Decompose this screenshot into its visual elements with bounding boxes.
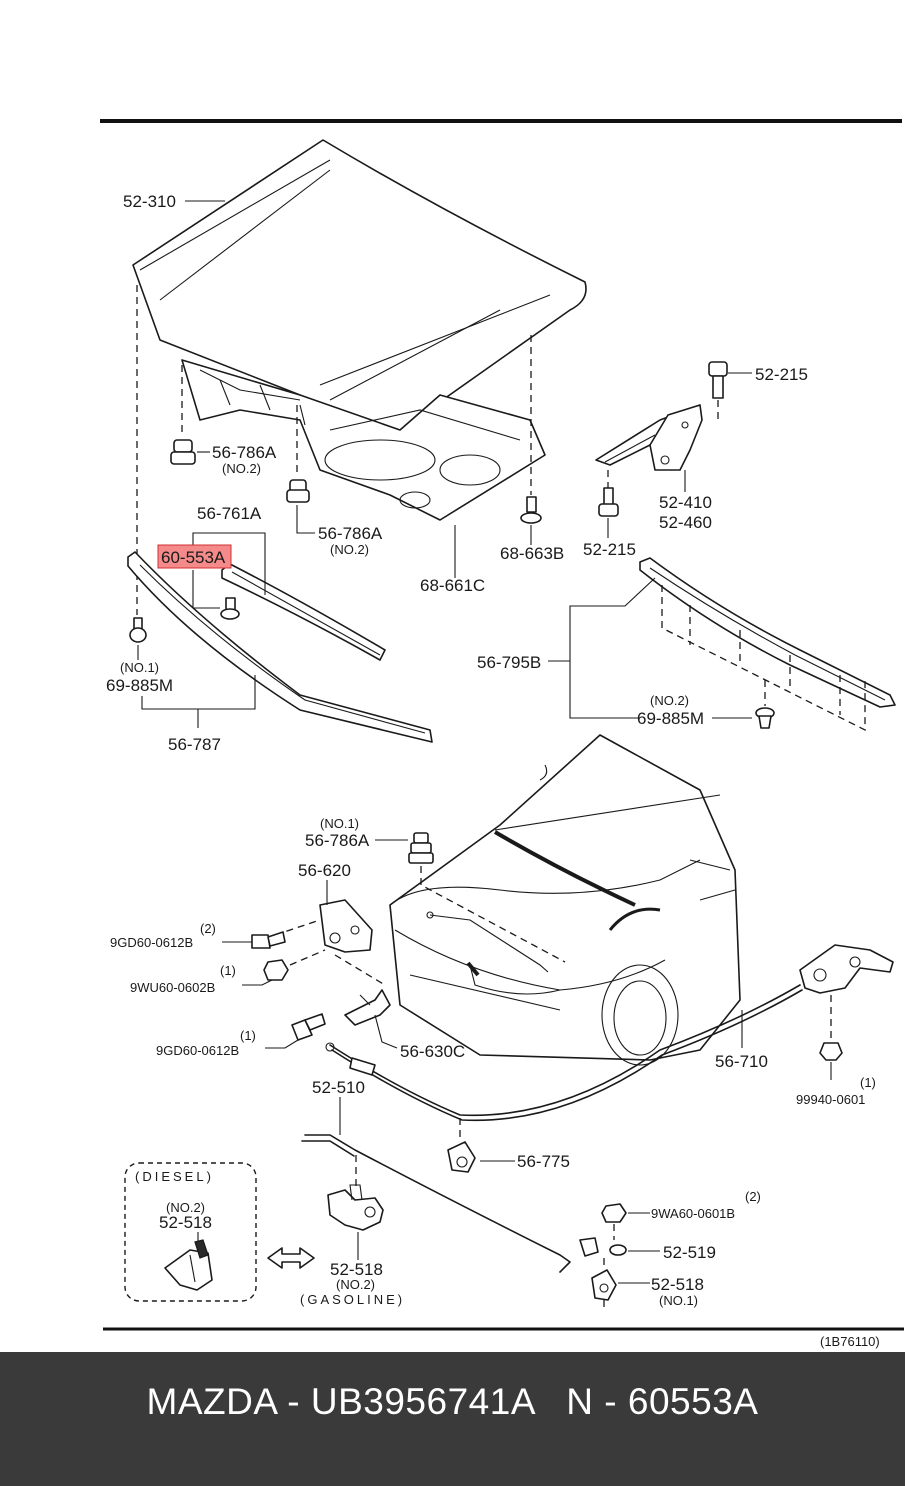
bumper-56-786a: [408, 832, 434, 864]
seal-56-787: [127, 551, 433, 743]
clip-56-786a-no2-b: [286, 479, 310, 503]
label-seal-a: 56-761A: [197, 504, 262, 523]
label-clip-885: 69-885M: [106, 676, 173, 695]
label-hood: 52-310: [123, 192, 176, 211]
label-clip-519: 52-519: [663, 1243, 716, 1262]
label-clip-885-no2: 69-885M: [637, 709, 704, 728]
bolt-9gd60-0612b-a: [251, 931, 286, 949]
label-bolt-mid: 52-215: [583, 540, 636, 559]
hinge-bolt-mid: [598, 487, 619, 517]
label-latch: 56-620: [298, 861, 351, 880]
footer-bar: MAZDA - UB3956741A N - 60553A: [0, 1352, 905, 1486]
car-body: [389, 734, 741, 1066]
clip-69-885m-no1: [129, 617, 147, 643]
label-hinge-a: 52-410: [659, 493, 712, 512]
label-bolt-612b: 9GD60-0612B: [156, 1043, 239, 1058]
label-bolt-top: 52-215: [755, 365, 808, 384]
label-clip-no2-a: 56-786A: [212, 443, 277, 462]
label-nut-602-qty: (1): [220, 963, 236, 978]
label-seal-787: 56-787: [168, 735, 221, 754]
clip-56-775: [447, 1141, 476, 1173]
label-nut-601: 9WA60-0601B: [651, 1206, 735, 1221]
clip-56-786a-no2-a: [170, 439, 196, 465]
label-nut-602: 9WU60-0602B: [130, 980, 215, 995]
nut-9wa60-0601b: [601, 1203, 627, 1223]
label-clip-885-no2-sub: (NO.2): [650, 693, 689, 708]
label-clip-518-no1-sub: (NO.1): [659, 1293, 698, 1308]
label-gasoline: (GASOLINE): [300, 1292, 405, 1307]
nut-9wu60-0602b: [263, 959, 289, 981]
label-bolt-612b-qty: (1): [240, 1028, 256, 1043]
hood-panel: [132, 139, 587, 521]
cable-56-710: [325, 984, 803, 1122]
bracket-52-518-diesel: [164, 1239, 213, 1291]
hinge-assembly: [595, 404, 703, 471]
label-clip-no2-b: 56-786A: [318, 524, 383, 543]
label-bolt-612: 9GD60-0612B: [110, 935, 193, 950]
label-nut-601-qty: (2): [745, 1189, 761, 1204]
label-insulator: 68-661C: [420, 576, 485, 595]
diesel-box: [124, 1162, 257, 1302]
seal-56-795b: [639, 557, 896, 732]
latch-56-620: [319, 899, 373, 953]
label-clip-no2-b-sub: (NO.2): [330, 542, 369, 557]
label-highlight[interactable]: 60-553A: [161, 548, 226, 567]
release-handle: [799, 944, 894, 994]
label-nut-999-qty: (1): [860, 1075, 876, 1090]
clip-60-553a-part: [220, 597, 240, 620]
label-diesel-no2: (NO.2): [166, 1200, 205, 1215]
label-bumper-no1-sub: (NO.1): [320, 816, 359, 831]
label-ref-code: (1B76110): [820, 1334, 880, 1349]
clip-69-885m-no2: [755, 707, 775, 729]
swap-arrow-icon: [267, 1247, 315, 1269]
rod-52-510: [301, 1134, 571, 1273]
label-rod: 52-510: [312, 1078, 365, 1097]
nut-99940-0601: [819, 1042, 843, 1061]
clip-52-519: [579, 1237, 627, 1257]
footer-text: MAZDA - UB3956741A N - 60553A: [146, 1381, 759, 1422]
highlight-box: [157, 544, 232, 569]
label-clip-518-no1: 52-518: [651, 1275, 704, 1294]
label-clip-68-663b: 68-663B: [500, 544, 564, 563]
label-clip-775: 56-775: [517, 1152, 570, 1171]
label-hinge-b: 52-460: [659, 513, 712, 532]
label-gas-no2: (NO.2): [336, 1277, 375, 1292]
label-diesel: (DIESEL): [135, 1169, 214, 1184]
bracket-52-518-gasoline: [327, 1184, 384, 1231]
label-seal-795: 56-795B: [477, 653, 541, 672]
seal-56-761a: [221, 563, 386, 661]
label-nut-999: 99940-0601: [796, 1092, 865, 1107]
clip-68-663b: [520, 496, 542, 524]
label-cable: 56-710: [715, 1052, 768, 1071]
lever-56-630c: [344, 989, 391, 1026]
clip-52-518-no1: [591, 1269, 617, 1301]
label-bumper: 56-786A: [305, 831, 370, 850]
label-bolt-612-qty: (2): [200, 921, 216, 936]
label-clip-no2-a-sub: (NO.2): [222, 461, 261, 476]
parts-diagram: 52-310 56-786A (NO.2) 56-786A (NO.2) 68-…: [100, 119, 904, 1349]
label-diesel-part: 52-518: [159, 1213, 212, 1232]
bolt-9gd60-0612b-b: [291, 1013, 326, 1041]
label-clip-no1-sub: (NO.1): [120, 660, 159, 675]
label-gas-part: 52-518: [330, 1260, 383, 1279]
label-lever: 56-630C: [400, 1042, 465, 1061]
hinge-bolt-top: [708, 361, 728, 399]
